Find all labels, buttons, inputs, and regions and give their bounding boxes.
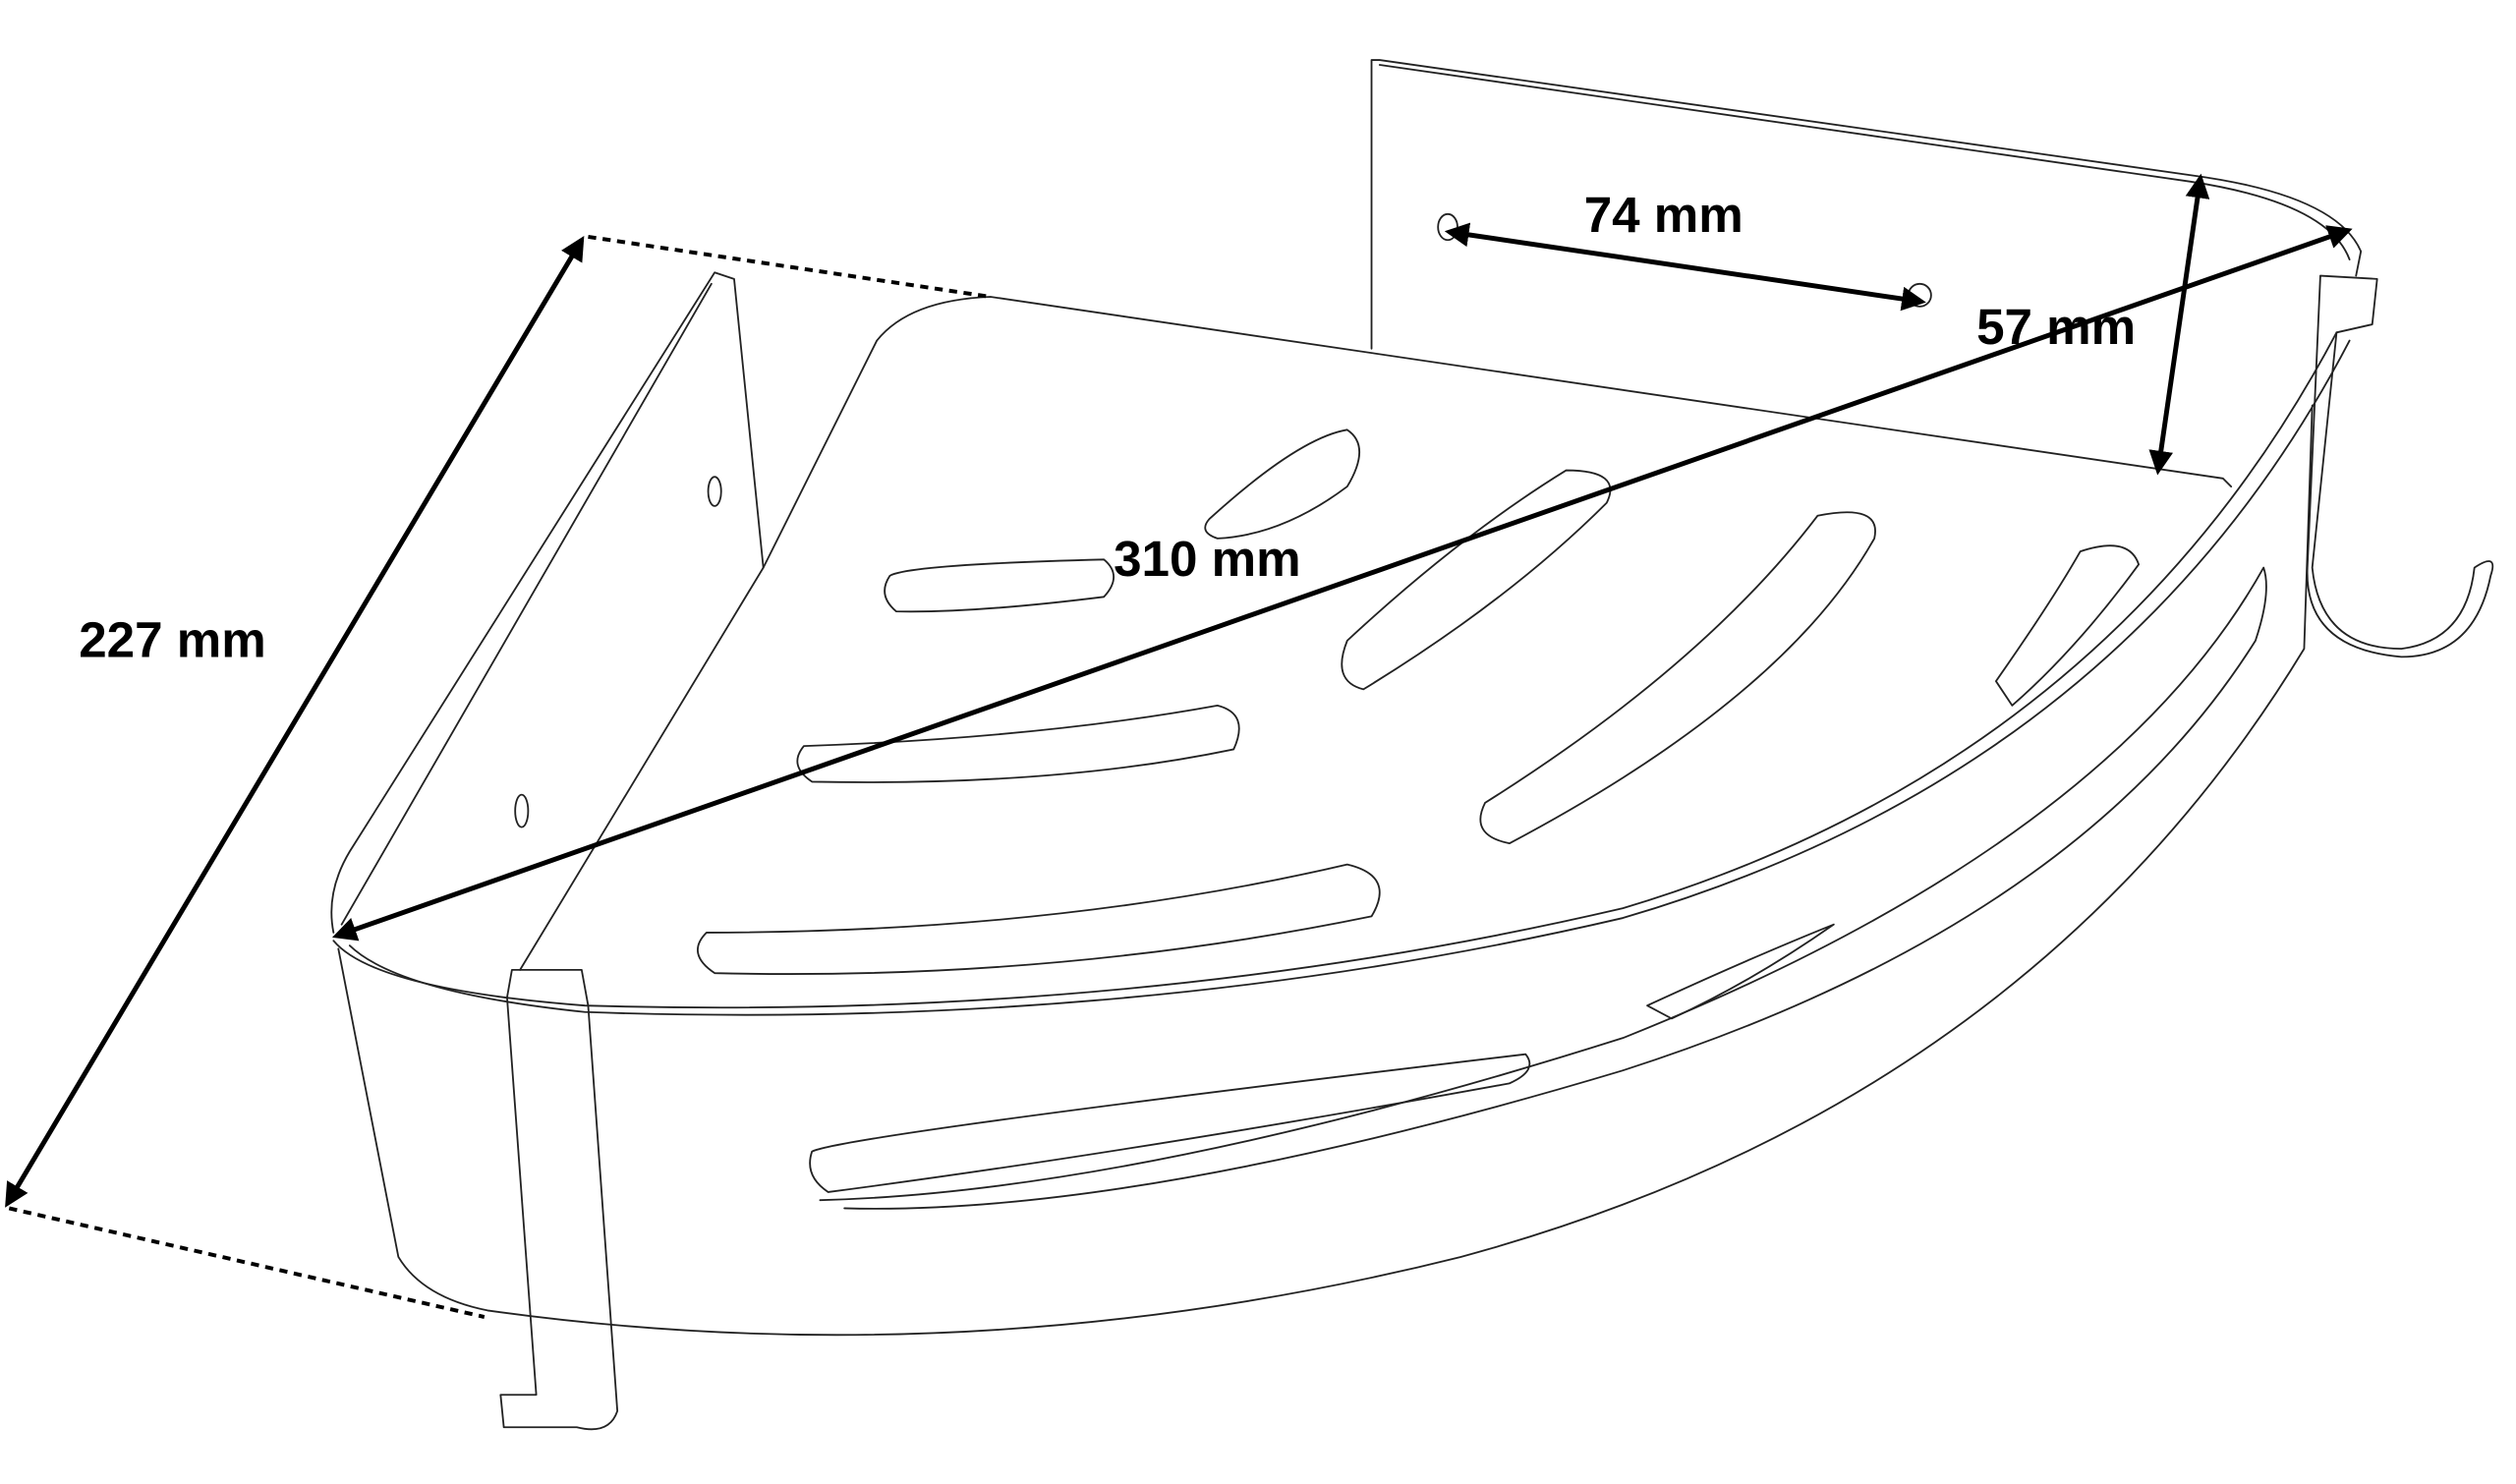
mount-hole xyxy=(1437,212,1458,242)
dimension-lines xyxy=(5,173,2353,1319)
diagonal-dimension-arrow xyxy=(331,225,2353,942)
height-dimension-arrow xyxy=(2148,173,2210,476)
back-wall-plate xyxy=(1370,59,2363,350)
height-label: 57 mm xyxy=(1976,299,2136,355)
extension-line xyxy=(8,1206,486,1319)
front-slot xyxy=(809,1053,1531,1193)
side-hook xyxy=(2306,274,2494,658)
hooks xyxy=(499,274,2494,1431)
depth-label: 227 mm xyxy=(79,611,265,667)
front-hook xyxy=(499,968,619,1431)
hole-spacing-label: 74 mm xyxy=(1584,187,1744,243)
depth-dimension-arrow xyxy=(5,235,585,1208)
hole-spacing-dimension-arrow xyxy=(1444,222,1926,312)
mount-hole xyxy=(514,793,530,828)
left-wall-plate xyxy=(330,271,765,934)
mount-hole xyxy=(707,476,722,507)
basket-floor xyxy=(519,296,2233,971)
diagonal-label: 310 mm xyxy=(1114,531,1300,587)
extension-line xyxy=(588,234,991,299)
basket-front xyxy=(332,331,2351,1337)
